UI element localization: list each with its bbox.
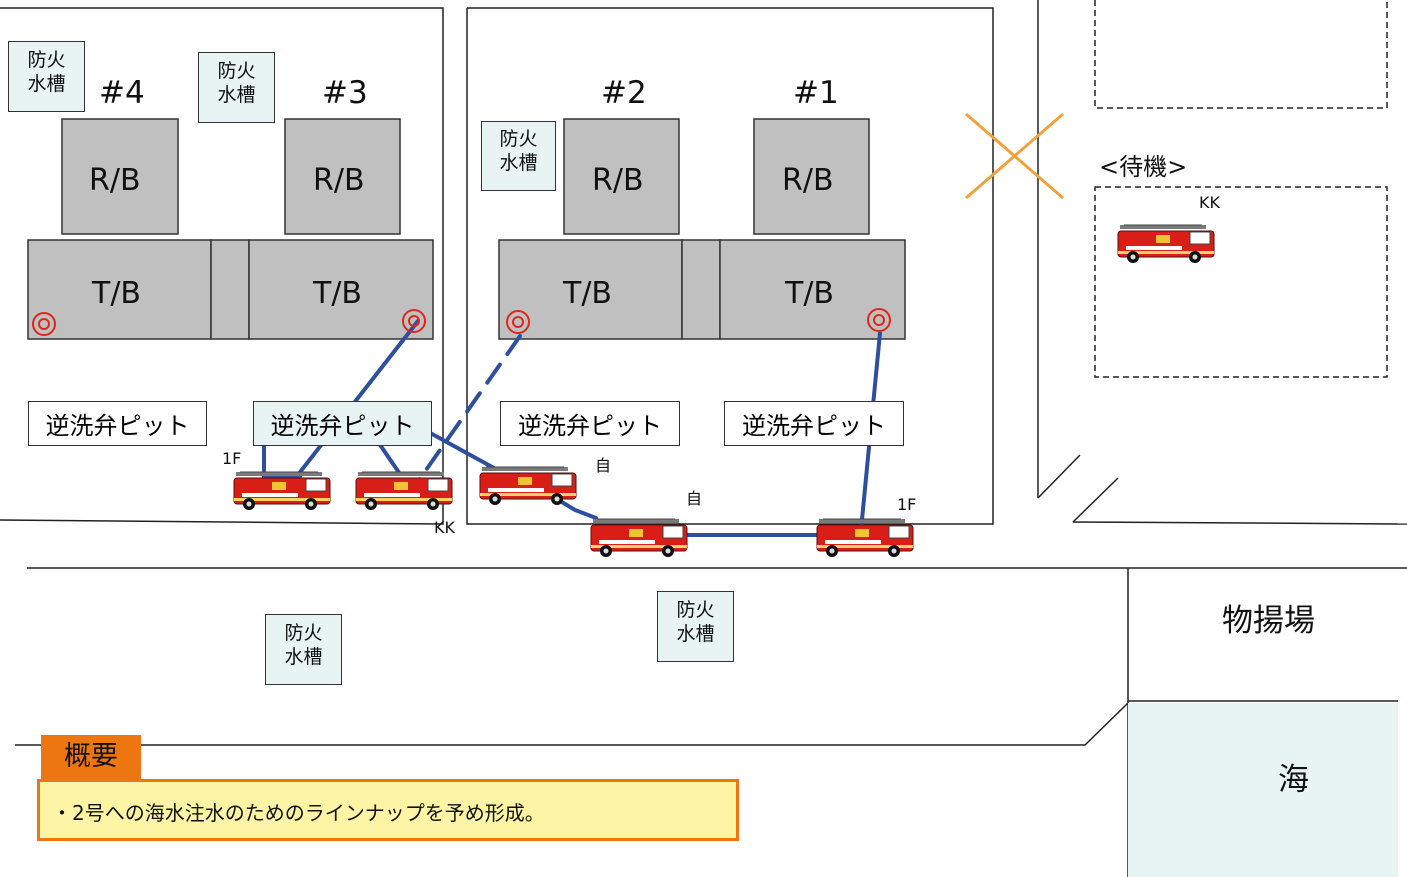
summary-text: ・2号への海水注水のためのラインナップを予め形成。 <box>52 801 545 825</box>
buildings <box>27 118 906 340</box>
fire-water-tank: 防火水槽 <box>481 121 556 191</box>
fire-truck-icon <box>355 471 453 511</box>
unit-label-2: #2 <box>601 75 647 111</box>
rb-1 <box>753 118 870 235</box>
backwash-valve-pit-4: 逆洗弁ピット <box>28 401 207 446</box>
sea-label: 海 <box>1278 762 1309 798</box>
fire-truck-icon <box>233 471 331 511</box>
truck-label: 自 <box>686 489 703 508</box>
pit-label: 逆洗弁ピット <box>518 412 662 440</box>
backwash-valve-pit-2: 逆洗弁ピット <box>500 401 680 446</box>
fire-truck-icon <box>479 466 577 506</box>
link-43 <box>210 239 250 340</box>
backwash-valve-pit-1: 逆洗弁ピット <box>724 401 904 446</box>
tb-label: T/B <box>92 276 142 311</box>
truck-label: KK <box>1199 193 1220 212</box>
rb-4 <box>61 118 179 235</box>
standby-areas <box>1094 0 1388 378</box>
truck-label: KK <box>434 518 455 537</box>
intake-points <box>32 308 891 336</box>
truck-label: 1F <box>222 449 242 468</box>
fire-water-tank: 防火水槽 <box>657 591 734 662</box>
standby-label: <待機> <box>1099 153 1188 181</box>
unit-label-4: #4 <box>99 75 145 111</box>
tb-label: T/B <box>313 276 363 311</box>
tb-2 <box>498 239 683 340</box>
fire-truck-icon <box>590 518 688 558</box>
cargo-area-label: 物揚場 <box>1222 603 1315 639</box>
sea-area <box>1128 703 1398 877</box>
rb-label: R/B <box>592 163 644 198</box>
tb-4 <box>27 239 212 340</box>
tb-label: T/B <box>563 276 613 311</box>
fire-water-tank: 防火水槽 <box>8 41 85 112</box>
truck-label: 1F <box>897 495 917 514</box>
pit-label: 逆洗弁ピット <box>270 412 415 440</box>
truck-label: 自 <box>595 456 612 475</box>
fire-water-tank: 防火水槽 <box>198 52 275 123</box>
fire-truck-icon <box>1117 224 1215 264</box>
pit-label: 逆洗弁ピット <box>45 412 190 440</box>
summary-box: ・2号への海水注水のためのラインナップを予め形成。 <box>37 779 739 841</box>
rb-label: R/B <box>89 163 141 198</box>
pit-label: 逆洗弁ピット <box>742 412 886 440</box>
fire-truck-icon <box>816 518 914 558</box>
link-21 <box>681 239 721 340</box>
road-closed-cross-icon <box>965 112 1064 200</box>
rb-2 <box>563 118 680 235</box>
backwash-valve-pit-3: 逆洗弁ピット <box>253 401 432 446</box>
rb-label: R/B <box>782 163 834 198</box>
summary-tag: 概要 <box>41 735 141 779</box>
unit-label-3: #3 <box>322 75 368 111</box>
rb-label: R/B <box>313 163 365 198</box>
fire-water-tank: 防火水槽 <box>265 614 342 685</box>
unit-label-1: #1 <box>793 75 839 111</box>
tb-label: T/B <box>785 276 835 311</box>
rb-3 <box>284 118 401 235</box>
